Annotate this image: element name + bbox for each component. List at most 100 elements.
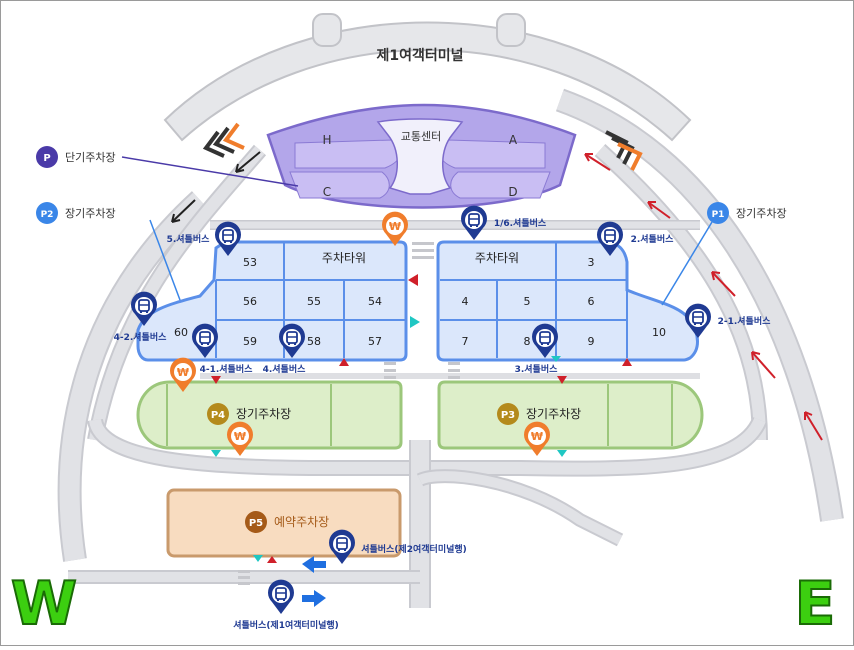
teal-triangle-icon — [253, 555, 263, 562]
payment-station[interactable]: ₩ — [227, 421, 254, 456]
shuttle-stop-label: 4.셔틀버스 — [263, 363, 307, 375]
cell-10: 10 — [652, 326, 666, 339]
red-arrow-icon — [647, 201, 671, 219]
shuttle-stop-label: 1/6.셔틀버스 — [494, 217, 547, 229]
cell-3: 3 — [588, 256, 595, 269]
terminal-building: 제1여객터미널 — [163, 13, 692, 142]
entrance-markers — [211, 274, 632, 563]
parking-east: 주차타워 3 4 5 6 7 8 9 10 — [436, 240, 699, 362]
road-network — [57, 88, 844, 608]
shuttle-stop-label: 셔틀버스(제2여객터미널행) — [361, 543, 467, 555]
red-triangle-icon — [267, 556, 277, 563]
zone-h: H — [322, 133, 331, 147]
zone-d: D — [508, 185, 517, 199]
won-icon: ₩ — [177, 366, 189, 379]
red-arrow-icon — [584, 153, 611, 171]
transport-center-label: 교통센터 — [401, 130, 441, 143]
p5-badge: P5 — [249, 518, 263, 529]
shuttle-stop[interactable]: 셔틀버스(제2여객터미널행) — [329, 529, 467, 564]
won-icon: ₩ — [389, 220, 401, 233]
bus-icon — [222, 229, 234, 243]
shuttle-stop[interactable]: 셔틀버스(제1여객터미널행) — [233, 579, 339, 631]
bus-icon — [199, 331, 211, 345]
compass-east: E — [794, 568, 837, 640]
won-icon: ₩ — [531, 430, 543, 443]
shuttle-stop-label: 2.셔틀버스 — [631, 233, 675, 245]
shuttle-stop-label: 3.셔틀버스 — [515, 363, 559, 375]
entry-chevrons-east-icon — [605, 130, 643, 171]
bus-icon — [138, 299, 150, 313]
shuttle-stop[interactable]: 2.셔틀버스 — [597, 221, 675, 256]
shuttle-stop[interactable]: 1/6.셔틀버스 — [461, 205, 547, 240]
blue-arrow-left-icon — [302, 556, 326, 573]
legend-p2-badge: P2 — [41, 210, 54, 220]
cell-56: 56 — [243, 295, 257, 308]
payment-station[interactable]: ₩ — [170, 357, 196, 392]
cell-54: 54 — [368, 295, 382, 308]
legend-p1: P1 장기주차장 — [661, 202, 787, 306]
bus-icon — [604, 229, 616, 243]
cell-7: 7 — [462, 335, 469, 348]
crosswalks — [238, 242, 460, 585]
lot-p3: P3 장기주차장 — [437, 380, 704, 450]
shuttle-stop[interactable]: 2-1.셔틀버스 — [685, 303, 772, 338]
cell-4: 4 — [462, 295, 469, 308]
shuttle-stop[interactable]: 4-1.셔틀버스 — [192, 323, 254, 375]
cell-6: 6 — [588, 295, 595, 308]
cell-5: 5 — [524, 295, 531, 308]
east-letter-icon: E — [795, 569, 836, 639]
tower-west-label: 주차타워 — [322, 251, 366, 265]
west-letter-icon: W — [11, 569, 77, 639]
entry-chevrons-west-icon — [202, 122, 245, 158]
legend-p-label: 단기주차장 — [65, 151, 116, 164]
shuttle-stop[interactable]: 4-2.셔틀버스 — [114, 291, 168, 343]
shuttle-pins: 5.셔틀버스 1/6.셔틀버스 2.셔틀버스 2-1.셔틀버스 4-2.셔틀버스 4-1.… — [114, 205, 772, 631]
zone-c: C — [323, 185, 331, 199]
p3-label: 장기주차장 — [526, 407, 581, 421]
shuttle-stop-label: 셔틀버스(제1여객터미널행) — [233, 619, 339, 631]
legend-p2-label: 장기주차장 — [65, 207, 116, 220]
p5-label: 예약주차장 — [274, 514, 329, 529]
payment-pins: ₩ ₩ ₩ ₩ — [170, 211, 550, 456]
teal-triangle-icon — [551, 356, 561, 362]
p3-badge: P3 — [501, 410, 515, 421]
p4-label: 장기주차장 — [236, 407, 291, 421]
red-arrow-icon — [751, 351, 776, 379]
p4-badge: P4 — [211, 410, 225, 421]
bus-icon — [468, 213, 480, 227]
shuttle-stop-label: 4-1.셔틀버스 — [200, 363, 254, 375]
legend-p2: P2 장기주차장 — [36, 202, 181, 301]
shuttle-stop[interactable]: 5.셔틀버스 — [167, 221, 242, 256]
payment-station[interactable]: ₩ — [382, 211, 409, 246]
legend-p-badge: P — [43, 153, 50, 164]
blue-arrow-right-icon — [302, 590, 326, 607]
traffic-arrows — [171, 151, 823, 441]
teal-triangle-icon — [557, 450, 567, 457]
legend-short-term: P 단기주차장 — [36, 146, 299, 187]
legend-p1-label: 장기주차장 — [736, 207, 787, 220]
cell-53: 53 — [243, 256, 257, 269]
cell-9: 9 — [588, 335, 595, 348]
red-triangle-icon — [557, 376, 567, 384]
shuttle-stop-label: 2-1.셔틀버스 — [718, 315, 772, 327]
red-triangle-icon — [339, 358, 349, 366]
payment-station[interactable]: ₩ — [524, 421, 550, 456]
cell-55: 55 — [307, 295, 321, 308]
won-icon: ₩ — [234, 430, 246, 443]
cell-59: 59 — [243, 335, 257, 348]
shuttle-stop-label: 5.셔틀버스 — [167, 233, 211, 245]
teal-triangle-icon — [410, 316, 420, 328]
bus-icon — [275, 587, 287, 601]
teal-triangle-icon — [211, 450, 221, 457]
red-triangle-icon — [211, 376, 221, 384]
shuttle-stop-label: 4-2.셔틀버스 — [114, 331, 168, 343]
shuttle-stop[interactable]: 3.셔틀버스 — [515, 323, 559, 375]
lot-p4: P4 장기주차장 — [136, 380, 403, 450]
red-arrow-icon — [711, 271, 736, 297]
cell-57: 57 — [368, 335, 382, 348]
shuttle-stop[interactable]: 4.셔틀버스 — [263, 323, 307, 375]
shuttle-direction-arrows — [302, 556, 326, 607]
bus-icon — [539, 331, 551, 345]
